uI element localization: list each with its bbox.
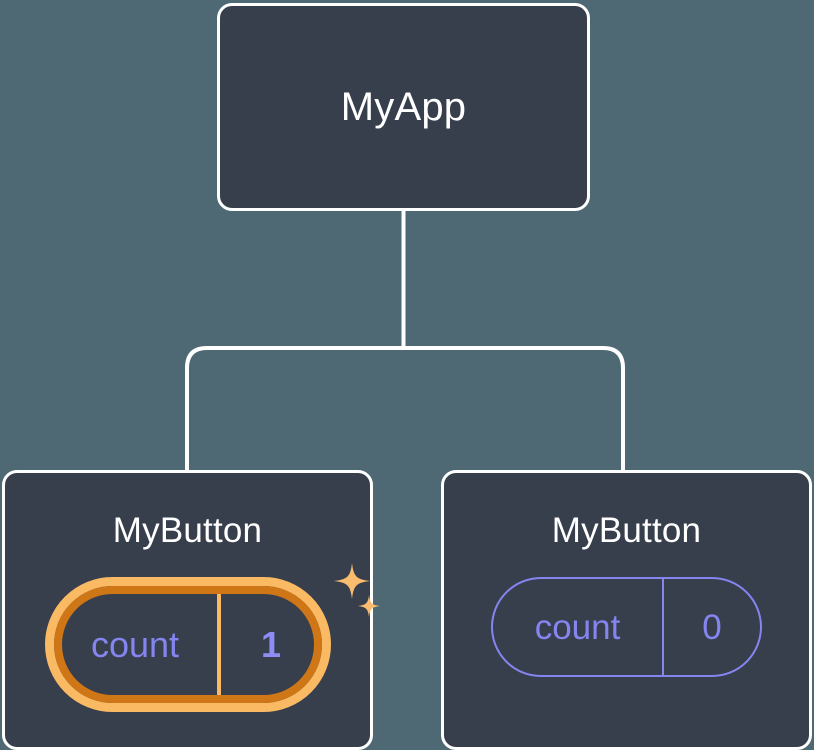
state-pill-count[interactable]: count 0 (491, 577, 762, 677)
state-value-label: 0 (702, 607, 722, 647)
connector-branch-bar (185, 346, 625, 470)
node-myapp[interactable]: MyApp (217, 3, 590, 211)
state-pill-wrapper-right: count 0 (491, 577, 762, 677)
sparkle-group (333, 563, 380, 617)
state-key-label: count (54, 586, 221, 703)
node-myapp-title: MyApp (340, 85, 467, 129)
state-key-label: count (493, 579, 664, 675)
state-pill-wrapper-left: count 1 (44, 563, 380, 712)
node-mybutton-right-title: MyButton (551, 511, 702, 550)
node-mybutton-right[interactable]: MyButton count 0 (441, 470, 812, 750)
node-mybutton-left-title: MyButton (112, 511, 263, 550)
sparkle-small-icon (357, 595, 380, 617)
state-pill-count-highlighted[interactable]: count 1 (44, 577, 331, 712)
sparkle-large-icon (333, 563, 370, 599)
node-mybutton-left[interactable]: MyButton count 1 (2, 470, 380, 750)
state-value-label: 1 (260, 623, 282, 665)
component-tree-diagram: MyApp MyButton count 1 MyButton count 0 (2, 3, 812, 750)
